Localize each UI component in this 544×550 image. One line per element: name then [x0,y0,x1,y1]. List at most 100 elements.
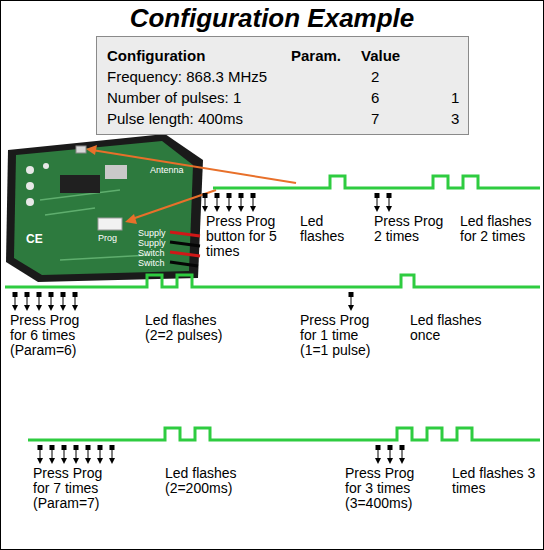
press-mark [73,292,78,297]
press-mark [239,193,244,198]
pcb-trace [40,190,150,260]
table-cell: Frequency: 868.3 MHz5 [107,68,267,85]
press-arrow [88,450,89,459]
press-arrow [100,450,101,459]
press-mark [215,193,220,198]
wire [170,242,200,246]
arrow-head [348,305,354,311]
table-header: Value [361,47,400,64]
arrow-head [60,305,66,311]
wire [170,232,200,236]
press-arrow [351,297,352,306]
arrow-head [375,458,381,464]
arrow-head [49,458,55,464]
arrow-head [125,214,137,224]
table-header: Configuration [107,47,205,64]
press-arrow [229,198,230,207]
press-arrow [217,198,218,207]
arrow-head [399,458,405,464]
press-arrow [40,450,41,459]
arrow-head [386,206,392,212]
press-mark [25,292,30,297]
press-arrow [51,297,52,306]
wire [170,262,198,266]
press-mark [110,445,115,450]
press-mark [387,193,392,198]
press-mark [400,445,405,450]
press-arrow [64,450,65,459]
arrow-head [238,206,244,212]
press-arrow [253,198,254,207]
prog-button [98,218,122,230]
press-mark [375,193,380,198]
wire [170,252,200,256]
press-mark [203,193,208,198]
step-note: Led flashes [300,214,360,244]
timing-diagram [5,176,540,464]
press-mark [86,445,91,450]
arrow-head [387,458,393,464]
step-note: Led flashes (2=200ms) [165,466,260,496]
component [105,165,127,179]
arrow-head [374,206,380,212]
device-photo [6,134,203,282]
press-arrow [402,450,403,459]
press-mark [349,292,354,297]
step-note: Press Prog for 1 time (1=1 pulse) [300,313,386,358]
arrow-head [202,206,208,212]
press-arrow [205,198,206,207]
press-mark [376,445,381,450]
led-signal [28,428,540,440]
press-mark [62,445,67,450]
table-cell: 3 [451,110,459,127]
arrow-head [86,145,97,155]
pointer-line [132,190,216,219]
step-note: Led flashes (2=2 pulses) [145,313,240,343]
press-mark [251,193,256,198]
pcb-hole [26,166,34,174]
arrow-head [214,206,220,212]
pcb-label: CE [26,232,43,246]
step-note: Press Prog 2 times [374,214,454,244]
press-mark [37,292,42,297]
pcb-hole [43,163,49,169]
arrow-head [48,305,54,311]
arrow-head [36,305,42,311]
led-signal [213,176,540,188]
arrow-head [109,458,115,464]
press-arrow [63,297,64,306]
press-mark [74,445,79,450]
press-mark [50,445,55,450]
title: Configuration Example [0,3,544,33]
pcb-label: Supply [138,238,166,248]
press-arrow [241,198,242,207]
press-arrow [378,450,379,459]
pcb-label: Switch [138,258,165,268]
table-cell: 2 [371,68,379,85]
arrow-head [12,305,18,311]
press-mark [98,445,103,450]
arrow-head [61,458,67,464]
arrow-head [226,206,232,212]
step-note: Press Prog button for 5 times [206,214,292,259]
press-arrow [389,198,390,207]
step-note: Led flashes once [410,313,496,343]
arrow-head [85,458,91,464]
step-note: Press Prog for 6 times (Param=6) [10,313,96,358]
pointer-arrow [86,145,296,224]
press-mark [13,292,18,297]
table-cell: 1 [451,89,459,106]
config-table: ConfigurationParam.ValueFrequency: 868.3… [96,36,469,135]
step-note: Press Prog for 3 times (3=400ms) [345,466,431,511]
press-arrow [377,198,378,207]
press-mark [38,445,43,450]
table-cell: 6 [371,89,379,106]
press-arrow [52,450,53,459]
led-signal [5,275,540,287]
press-arrow [27,297,28,306]
press-arrow [390,450,391,459]
pcb-hole [26,182,34,190]
arrow-head [250,206,256,212]
